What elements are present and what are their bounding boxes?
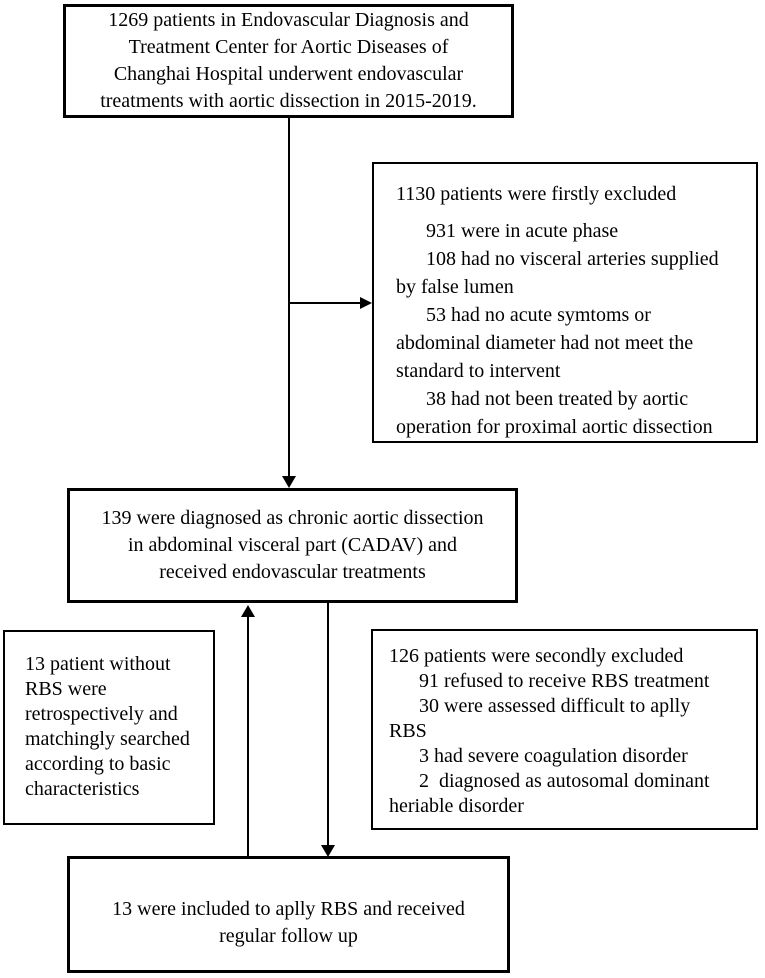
- arrowhead-right-icon: [360, 297, 372, 309]
- matched-control-box: 13 patient without RBS were retrospectiv…: [3, 630, 215, 825]
- text-line: treatments with aortic dissection in 201…: [100, 90, 477, 112]
- text-line: 2 diagnosed as autosomal dominant: [419, 770, 710, 792]
- text-line: 931 were in acute phase: [426, 220, 619, 242]
- text-line: regular follow up: [219, 924, 358, 947]
- text-line: 1130 patients were firstly excluded: [396, 183, 677, 205]
- text-line: heriable disorder: [389, 795, 524, 817]
- text-line: operation for proximal aortic dissection: [396, 416, 713, 438]
- text-line: by false lumen: [396, 276, 514, 298]
- initial-cohort-box: 1269 patients in Endovascular Diagnosis …: [63, 4, 514, 118]
- first-exclusion-box: 1130 patients were firstly excluded 931 …: [372, 162, 758, 443]
- connector-branch-first-exclusion: [289, 302, 362, 304]
- final-inclusion-box: 13 were included to aplly RBS and receiv…: [67, 856, 510, 973]
- text-line: received endovascular treatments: [159, 561, 426, 583]
- text-line: 1269 patients in Endovascular Diagnosis …: [108, 9, 469, 31]
- arrowhead-down-icon: [321, 845, 335, 857]
- text-line: 53 had no acute symtoms or: [426, 304, 651, 326]
- text-line: 13 patient without: [25, 653, 171, 675]
- text-line: in abdominal visceral part (CADAV) and: [128, 534, 457, 556]
- text-line: retrospectively and: [25, 703, 178, 725]
- text-line: RBS: [389, 720, 427, 742]
- text-line: 3 had severe coagulation disorder: [419, 745, 688, 767]
- text-line: 108 had no visceral arteries supplied: [426, 248, 719, 270]
- text-line: 13 were included to aplly RBS and receiv…: [112, 897, 465, 920]
- text-line: 126 patients were secondly excluded: [389, 645, 684, 667]
- text-line: Changhai Hospital underwent endovascular: [113, 63, 464, 85]
- text-line: matchingly searched: [25, 728, 190, 750]
- text-line: characteristics: [25, 778, 140, 800]
- connector-initial-to-cadav: [288, 118, 290, 478]
- text-line: standard to intervent: [396, 360, 561, 382]
- arrowhead-up-icon: [241, 605, 255, 617]
- text-line: 38 had not been treated by aortic: [426, 388, 689, 410]
- connector-final-to-cadav: [247, 617, 249, 857]
- text-line: 91 refused to receive RBS treatment: [419, 670, 710, 692]
- second-exclusion-box: 126 patients were secondly excluded 91 r…: [371, 629, 758, 830]
- text-line: abdominal diameter had not meet the: [396, 332, 694, 354]
- text-line: 139 were diagnosed as chronic aortic dis…: [101, 507, 484, 529]
- cadav-diagnosed-box: 139 were diagnosed as chronic aortic dis…: [67, 488, 518, 603]
- text-line: RBS were: [25, 678, 107, 700]
- text-line: Treatment Center for Aortic Diseases of: [128, 36, 449, 58]
- text-line: 30 were assessed difficult to aplly: [419, 695, 691, 717]
- arrowhead-down-icon: [282, 476, 296, 488]
- text-line: according to basic: [25, 753, 171, 775]
- connector-cadav-to-final: [327, 603, 329, 845]
